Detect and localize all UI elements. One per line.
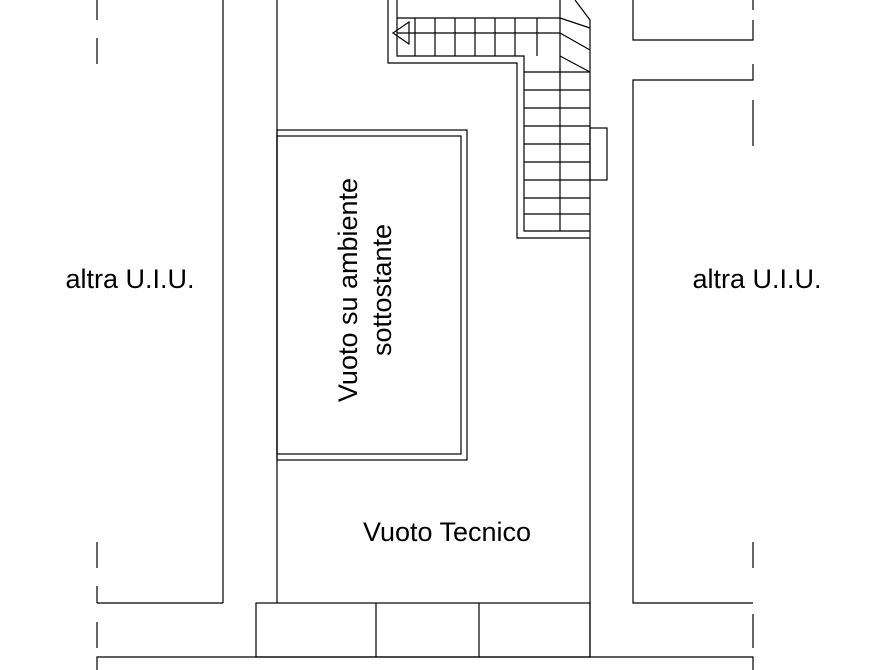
- left-unit-wall: [97, 0, 224, 604]
- void-rectangle: [276, 129, 468, 461]
- right-unit-label: altra U.I.U.: [692, 264, 821, 294]
- left-unit-label: altra U.I.U.: [65, 264, 194, 294]
- bottom-boundary: [96, 656, 754, 670]
- technical-void-label: Vuoto Tecnico: [363, 517, 531, 547]
- void-label-line1: Vuoto su ambiente: [333, 178, 363, 402]
- void-label: Vuoto su ambiente sottostante: [333, 178, 397, 402]
- central-walls: [276, 0, 591, 657]
- void-label-line2: sottostante: [367, 224, 397, 356]
- right-unit-walls: [632, 0, 754, 604]
- bottom-compartments: [255, 602, 591, 658]
- staircase: [387, 0, 608, 239]
